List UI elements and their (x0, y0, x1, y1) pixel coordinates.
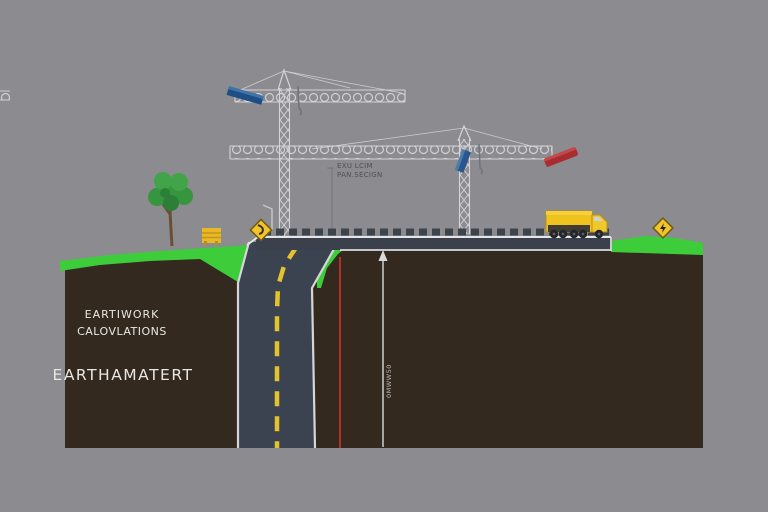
truck-window (594, 217, 603, 221)
road-edge-left (236, 241, 251, 448)
grass-left (60, 245, 250, 282)
crane-jib-right (229, 145, 553, 160)
tree-canopy (148, 172, 193, 211)
suspended-beam-red (543, 147, 578, 167)
road-edge-right (310, 241, 339, 449)
jib-fragment-left-edge (0, 90, 10, 101)
earth-block (65, 244, 703, 448)
deck-bottom-line (340, 237, 612, 251)
crane-jib-left (234, 89, 406, 103)
lamp-post (262, 204, 273, 230)
suspended-beam-blue-left (226, 86, 264, 105)
curve-warning-sign (249, 218, 273, 242)
crane-hook-left (297, 85, 303, 116)
grass-right (611, 236, 703, 255)
crane-apex (457, 124, 472, 142)
crane-tower-left (278, 88, 291, 240)
crane-apex (277, 68, 292, 91)
truck-wheels (549, 229, 604, 239)
depth-arrow (378, 250, 388, 447)
tree (148, 172, 193, 247)
lightning-glyph (660, 223, 666, 233)
curve-arrow-glyph (257, 224, 264, 235)
lightning-warning-sign (652, 217, 674, 239)
crane-tie-cables (239, 70, 403, 94)
road-cross-section (236, 241, 339, 449)
road-centerline (274, 244, 299, 448)
tower-crane-left (226, 68, 406, 240)
dump-truck (545, 210, 608, 239)
suspended-beam-blue-right (455, 149, 471, 173)
callout-leader-line (327, 167, 334, 231)
bench (202, 228, 221, 245)
tower-crane-right (229, 124, 578, 234)
crane-hook-right (478, 143, 484, 175)
